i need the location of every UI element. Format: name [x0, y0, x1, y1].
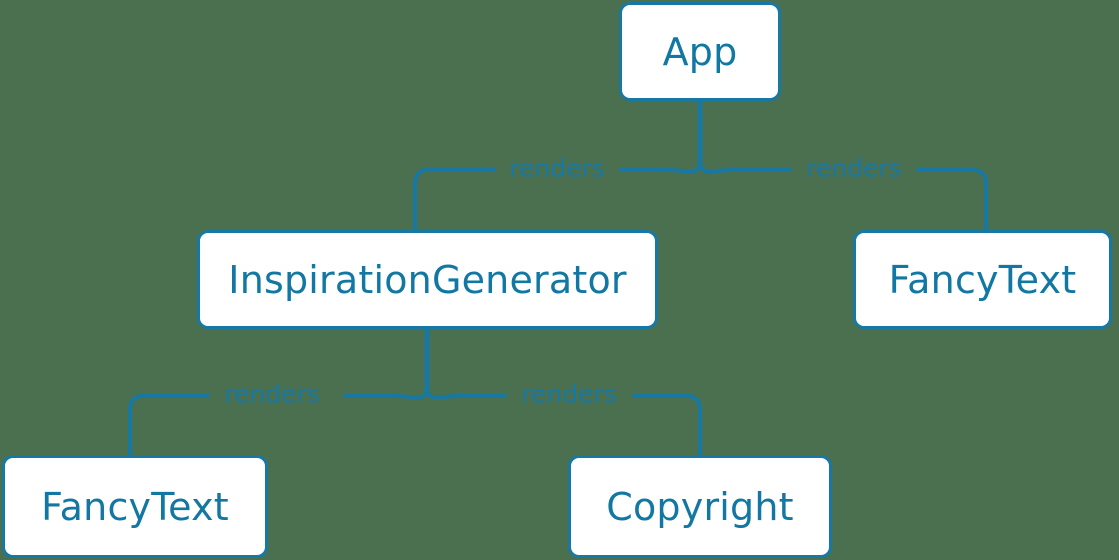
- node-label-inspiration-generator: InspirationGenerator: [228, 257, 627, 302]
- node-fancytext-top[interactable]: FancyText: [853, 230, 1112, 329]
- edge-app-to-inspiration-right-seg: [619, 161, 702, 174]
- node-label-fancytext-bottom: FancyText: [41, 484, 229, 529]
- node-label-fancytext-top: FancyText: [888, 257, 1077, 302]
- node-label-app: App: [662, 29, 738, 74]
- edge-app-to-fancytext-left-seg: [698, 161, 792, 174]
- edge-app-to-inspiration-left-seg: [413, 168, 496, 232]
- edge-app-to-fancytext-right-seg: [916, 168, 988, 232]
- node-fancytext-bottom[interactable]: FancyText: [2, 455, 268, 558]
- node-inspiration-generator[interactable]: InspirationGenerator: [197, 230, 658, 329]
- edge-label-inspiration-to-fancytext-bottom: renders: [224, 379, 320, 409]
- edge-inspiration-to-fancytext-right-seg: [343, 387, 429, 400]
- node-copyright[interactable]: Copyright: [568, 455, 832, 558]
- edge-inspiration-to-copyright-left-seg: [425, 387, 507, 400]
- node-label-copyright: Copyright: [606, 484, 794, 529]
- edge-label-app-to-inspiration: renders: [509, 153, 605, 183]
- edge-inspiration-to-fancytext-left-seg: [128, 394, 210, 457]
- edge-inspiration-to-copyright-right-seg: [632, 394, 702, 457]
- edge-label-app-to-fancytext-top: renders: [806, 153, 902, 183]
- edge-label-inspiration-to-copyright: renders: [521, 379, 617, 409]
- node-app[interactable]: App: [619, 2, 781, 101]
